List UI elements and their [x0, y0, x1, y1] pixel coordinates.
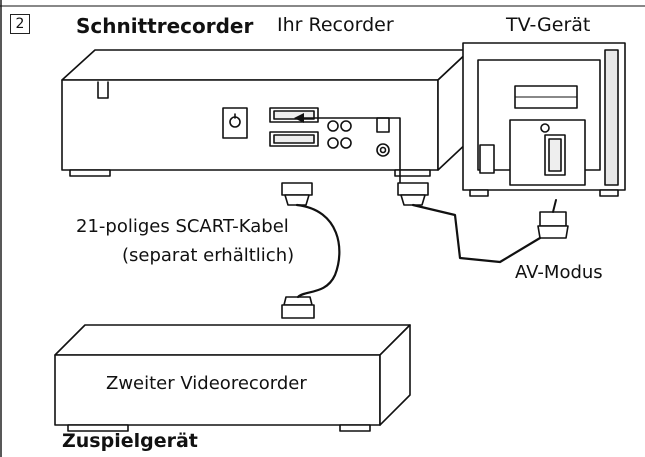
second-vcr-device — [54, 324, 411, 432]
scart-plug-tv — [537, 211, 569, 239]
label-av-modus: AV-Modus — [515, 262, 603, 283]
label-tv-geraet: TV-Gerät — [506, 14, 591, 36]
schnittrecorder-device — [61, 49, 471, 177]
arrow-recorder-to-tv — [299, 117, 401, 189]
label-zweiter-videorecorder: Zweiter Videorecorder — [106, 373, 307, 394]
label-scart-cable: 21-poliges SCART-Kabel — [76, 216, 289, 237]
tv-device — [462, 42, 626, 197]
scart-plug-recorder-left — [281, 182, 313, 206]
scart-plug-recorder-right — [397, 182, 429, 206]
label-zuspielgeraet: Zuspielgerät — [62, 430, 198, 452]
step-number-badge: 2 — [10, 14, 30, 34]
label-schnittrecorder: Schnittrecorder — [76, 14, 254, 38]
cable-to-second-vcr — [295, 203, 341, 299]
label-scart-cable-note: (separat erhältlich) — [122, 245, 295, 266]
cable-to-tv — [411, 203, 542, 264]
label-ihr-recorder: Ihr Recorder — [277, 14, 394, 36]
scart-plug-second-vcr — [281, 296, 315, 319]
